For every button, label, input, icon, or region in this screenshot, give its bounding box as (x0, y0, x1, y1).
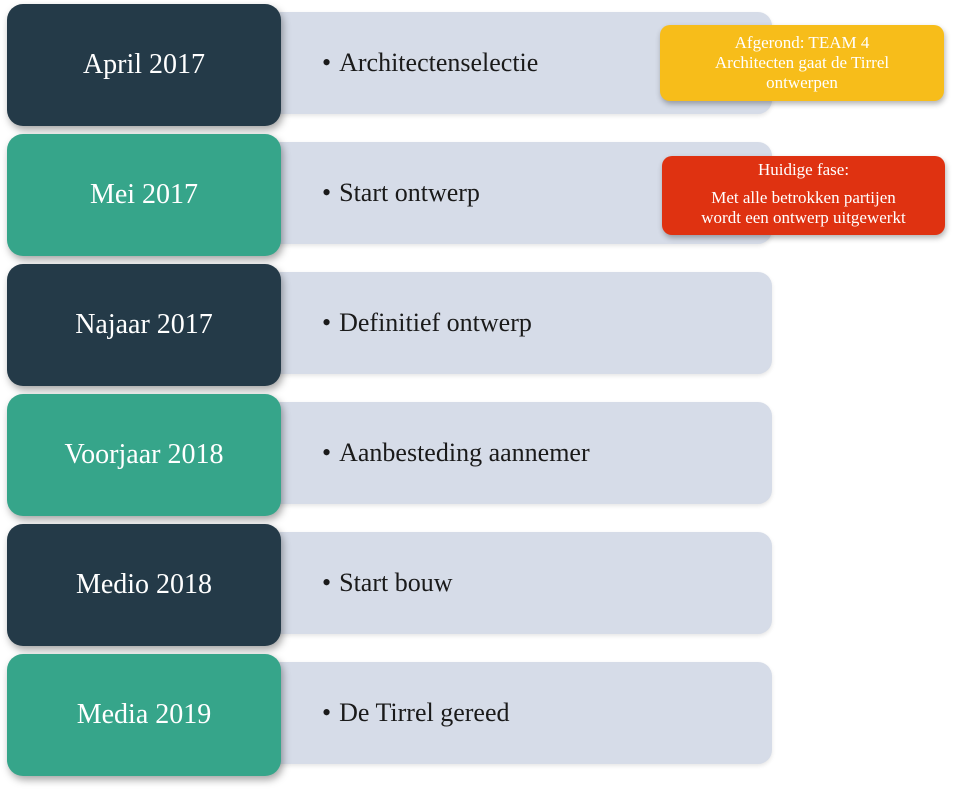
milestone-text: •Aanbesteding aannemer (322, 402, 590, 504)
completed-callout-line3: ontwerpen (766, 73, 838, 92)
bullet-icon: • (322, 178, 332, 207)
milestone-bar: •Definitief ontwerp (240, 272, 772, 374)
milestone-label: Start ontwerp (339, 178, 480, 207)
date-box: Medio 2018 (7, 524, 281, 646)
milestone-text: •Definitief ontwerp (322, 272, 532, 374)
timeline-row-voorjaar-2018: •Aanbesteding aannemer Voorjaar 2018 (0, 390, 953, 516)
timeline-row-media-2019: •De Tirrel gereed Media 2019 (0, 650, 953, 776)
date-box: Mei 2017 (7, 134, 281, 256)
bullet-icon: • (322, 438, 332, 467)
current-phase-line1: Met alle betrokken partijen (711, 188, 896, 207)
current-phase-callout: Huidige fase: Met alle betrokken partije… (662, 156, 945, 235)
bullet-icon: • (322, 48, 332, 77)
milestone-label: De Tirrel gereed (339, 698, 510, 727)
milestone-bar: •De Tirrel gereed (240, 662, 772, 764)
milestone-bar: •Aanbesteding aannemer (240, 402, 772, 504)
timeline-row-najaar-2017: •Definitief ontwerp Najaar 2017 (0, 260, 953, 386)
timeline-row-medio-2018: •Start bouw Medio 2018 (0, 520, 953, 646)
bullet-icon: • (322, 698, 332, 727)
milestone-text: •Start ontwerp (322, 142, 480, 244)
milestone-label: Definitief ontwerp (339, 308, 532, 337)
completed-callout-line1: Afgerond: TEAM 4 (734, 33, 870, 52)
date-box: Voorjaar 2018 (7, 394, 281, 516)
milestone-label: Aanbesteding aannemer (339, 438, 590, 467)
current-phase-line2: wordt een ontwerp uitgewerkt (701, 208, 906, 227)
milestone-text: •Start bouw (322, 532, 453, 634)
milestone-text: •Architectenselectie (322, 12, 538, 114)
milestone-text: •De Tirrel gereed (322, 662, 510, 764)
milestone-bar: •Start bouw (240, 532, 772, 634)
milestone-label: Start bouw (339, 568, 453, 597)
date-box: April 2017 (7, 4, 281, 126)
date-box: Najaar 2017 (7, 264, 281, 386)
completed-callout: Afgerond: TEAM 4 Architecten gaat de Tir… (660, 25, 944, 101)
bullet-icon: • (322, 568, 332, 597)
date-box: Media 2019 (7, 654, 281, 776)
bullet-icon: • (322, 308, 332, 337)
current-phase-title: Huidige fase: (757, 160, 850, 179)
completed-callout-line2: Architecten gaat de Tirrel (714, 53, 890, 72)
milestone-label: Architectenselectie (339, 48, 539, 77)
